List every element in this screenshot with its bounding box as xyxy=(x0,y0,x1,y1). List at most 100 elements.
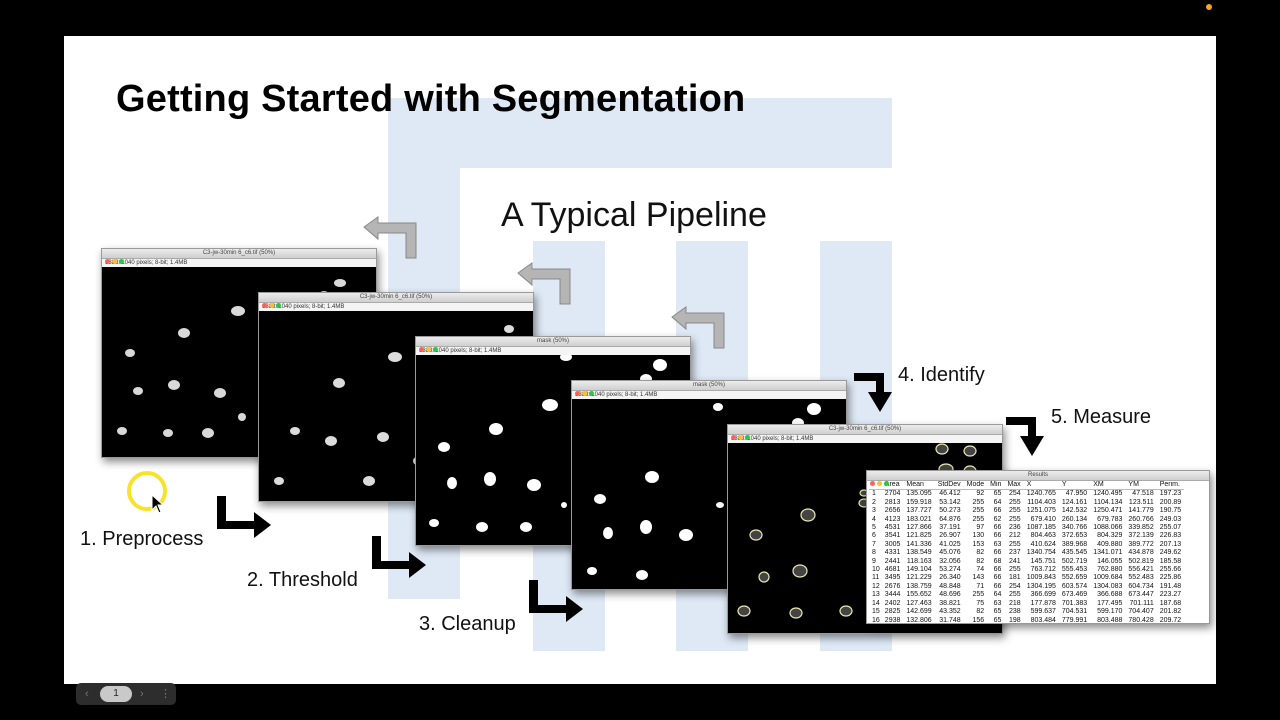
results-title: Results xyxy=(1027,472,1048,478)
results-window[interactable]: Results Area Mean StdDev Mode Min Max X … xyxy=(866,470,1210,624)
table-cell: 74 xyxy=(976,566,985,574)
table-cell: 237 xyxy=(1009,549,1021,557)
column-header[interactable]: YM xyxy=(1125,481,1157,491)
next-slide-icon[interactable]: › xyxy=(140,688,144,700)
window-title: C3-jw-30min 6_c6.tif (50%) xyxy=(202,250,276,256)
table-cell: 207.13 xyxy=(1159,540,1182,548)
column-header[interactable]: XM xyxy=(1090,481,1126,491)
table-cell: 803.488 xyxy=(1097,616,1123,624)
row-index: 5 xyxy=(872,524,876,532)
table-cell: 177.495 xyxy=(1097,599,1123,607)
window-controls[interactable] xyxy=(575,383,596,401)
table-cell: 255 xyxy=(1009,498,1021,506)
table-cell: 63 xyxy=(993,599,1002,607)
column-header[interactable]: Mean xyxy=(903,481,935,491)
table-cell: 3541 xyxy=(884,532,901,540)
previous-slide-icon[interactable]: ‹ xyxy=(85,688,89,700)
next-step-arrow-icon xyxy=(529,580,583,622)
table-cell: 804.463 xyxy=(1030,532,1056,540)
image-info: 1388x1040 pixels; 8-bit; 1.4MB xyxy=(259,303,533,311)
table-cell: 48.848 xyxy=(939,582,961,590)
table-cell: 118.163 xyxy=(906,557,932,565)
table-cell: 604.734 xyxy=(1128,582,1154,590)
table-cell: 2441 xyxy=(884,557,901,565)
column-header[interactable]: Mode xyxy=(963,481,988,491)
table-cell: 53.274 xyxy=(939,566,961,574)
table-cell: 65 xyxy=(993,608,1002,616)
row-index: 11 xyxy=(872,574,880,582)
window-title: C3-jw-30min 6_c6.tif (50%) xyxy=(359,294,433,300)
row-index: 14 xyxy=(872,599,880,607)
column-header[interactable]: Perim. xyxy=(1156,481,1185,491)
window-controls[interactable] xyxy=(870,473,891,491)
more-options-icon[interactable]: ⋮ xyxy=(160,688,171,700)
window-controls[interactable] xyxy=(731,427,752,445)
table-cell: 410.624 xyxy=(1030,540,1056,548)
table-cell: 177.878 xyxy=(1030,599,1056,607)
table-cell: 121.825 xyxy=(906,532,932,540)
row-index: 3 xyxy=(872,507,876,515)
table-cell: 502.819 xyxy=(1128,557,1154,565)
loop-back-arrow-icon xyxy=(363,216,417,259)
next-step-arrow-icon xyxy=(854,373,892,412)
table-cell: 132.806 xyxy=(906,616,932,624)
table-cell: 218 xyxy=(1009,599,1021,607)
table-cell: 340.766 xyxy=(1061,524,1088,532)
window-controls[interactable] xyxy=(419,339,440,357)
image-info: 1388x1040 pixels; 8-bit; 1.4MB xyxy=(102,259,376,267)
window-controls[interactable] xyxy=(262,295,283,313)
window-titlebar[interactable]: C3-jw-30min 6_c6.tif (50%) xyxy=(102,249,376,264)
table-cell: 255 xyxy=(1009,515,1021,523)
window-titlebar[interactable]: mask (50%) xyxy=(572,381,846,396)
table-cell: 41.025 xyxy=(939,540,961,548)
page-number[interactable]: 1 xyxy=(100,686,132,702)
column-header[interactable]: Y xyxy=(1058,481,1091,491)
table-cell: 599.637 xyxy=(1030,608,1056,616)
window-titlebar[interactable]: C3-jw-30min 6_c6.tif (50%) xyxy=(728,425,1002,440)
column-header[interactable]: Max xyxy=(1004,481,1024,491)
column-header[interactable]: Area xyxy=(881,481,904,491)
table-cell: 255 xyxy=(1009,566,1021,574)
window-controls[interactable] xyxy=(105,251,126,269)
table-cell: 68 xyxy=(993,557,1002,565)
table-cell: 372.653 xyxy=(1061,532,1088,540)
column-header[interactable] xyxy=(869,481,882,491)
table-cell: 66 xyxy=(993,574,1002,582)
column-header[interactable]: Min xyxy=(987,481,1005,491)
table-cell: 1240.495 xyxy=(1093,490,1123,498)
table-cell: 241 xyxy=(1009,557,1021,565)
step-label-threshold: 2. Threshold xyxy=(247,569,358,591)
table-cell: 1250.471 xyxy=(1093,507,1123,515)
table-cell: 434.878 xyxy=(1128,549,1154,557)
table-cell: 66 xyxy=(993,549,1002,557)
row-index: 12 xyxy=(872,582,880,590)
column-header[interactable]: StdDev xyxy=(934,481,964,491)
step-label-preprocess: 1. Preprocess xyxy=(80,528,204,550)
row-index: 15 xyxy=(872,608,880,616)
window-titlebar[interactable]: mask (50%) xyxy=(416,337,690,352)
slide-pager: ‹ 1 › ⋮ xyxy=(76,683,176,705)
results-titlebar[interactable]: Results xyxy=(867,471,1209,486)
window-titlebar[interactable]: C3-jw-30min 6_c6.tif (50%) xyxy=(259,293,533,308)
table-cell: 1104.134 xyxy=(1093,498,1123,506)
column-header[interactable]: X xyxy=(1023,481,1059,491)
table-cell: 149.104 xyxy=(906,566,932,574)
table-cell: 187.68 xyxy=(1159,599,1182,607)
table-cell: 66 xyxy=(993,507,1002,515)
